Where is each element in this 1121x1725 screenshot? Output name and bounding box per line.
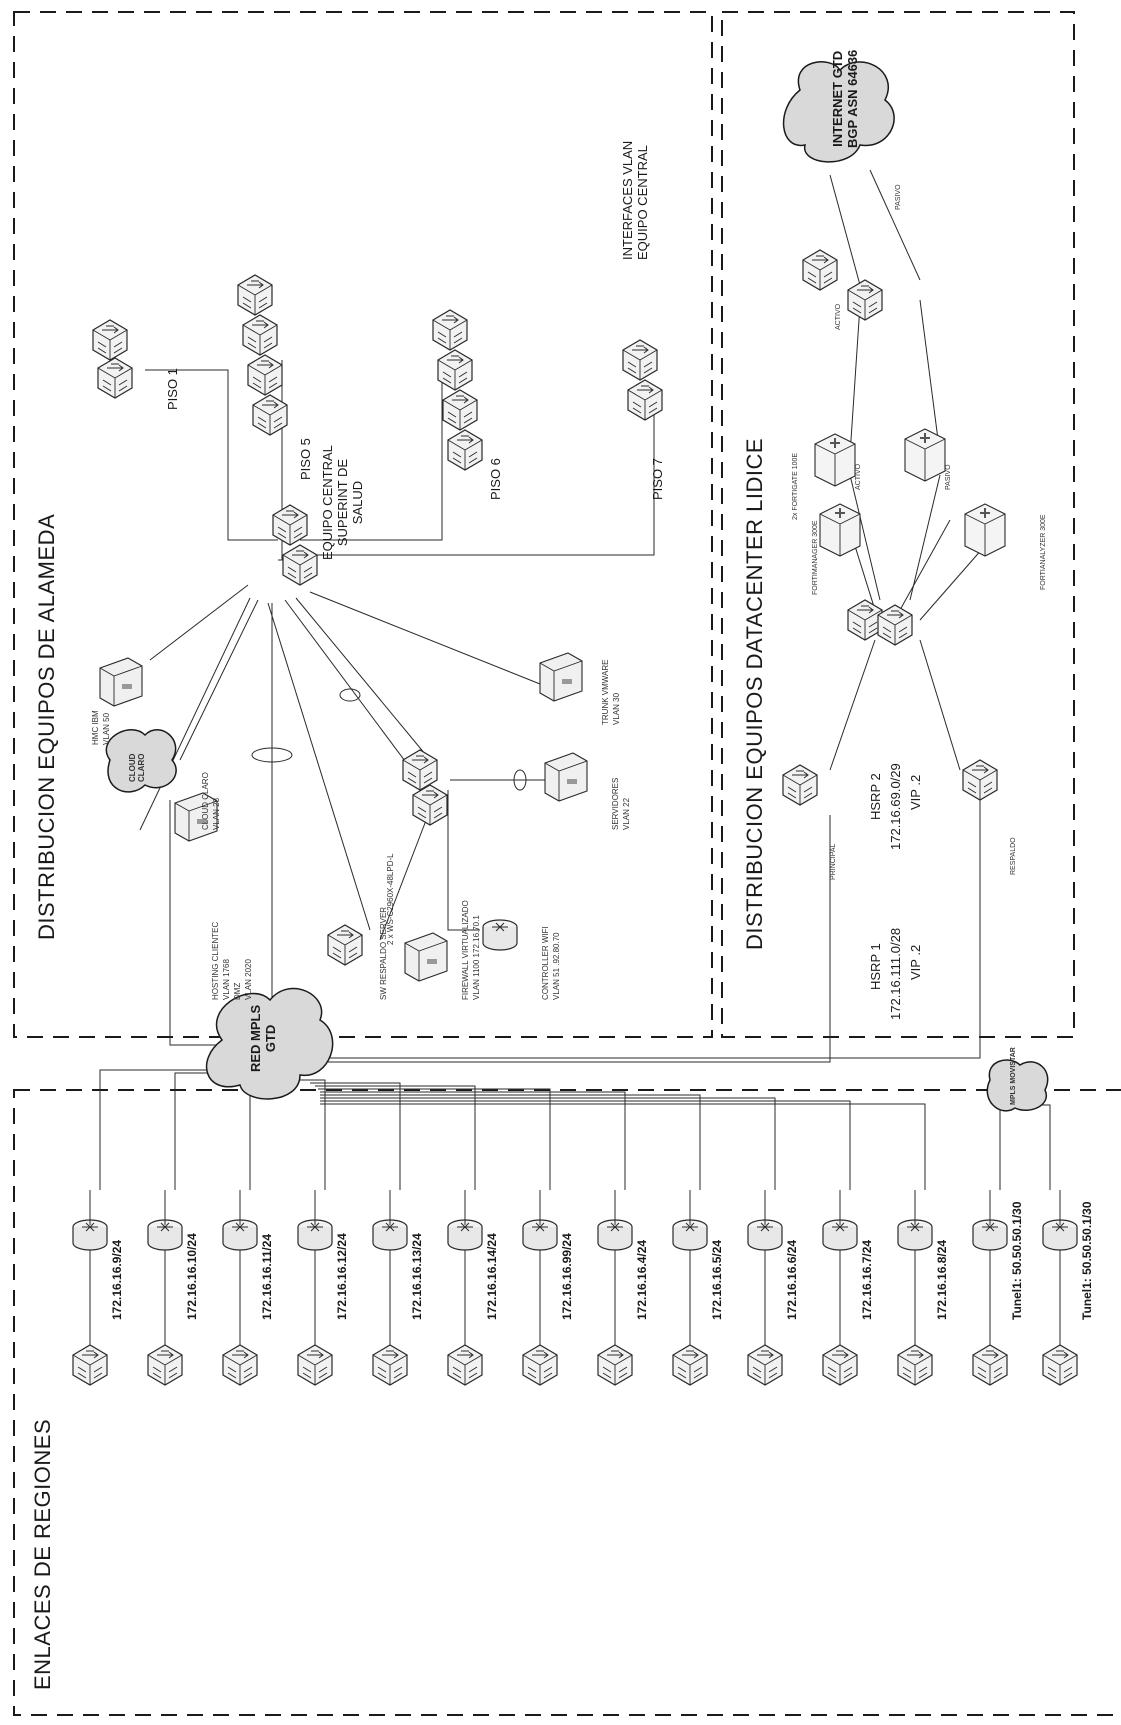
piso1-switch-1 — [93, 320, 127, 360]
trunk-vmware-server — [540, 653, 582, 701]
firewall-virtualizado — [405, 933, 447, 981]
floor-label-1: PISO 1 — [165, 368, 180, 410]
piso7-switch-2 — [628, 380, 662, 420]
fortianalyzer — [965, 504, 1005, 556]
controller-wifi — [483, 920, 517, 950]
fortigate-label: 2x FORTIGATE 100E — [792, 453, 799, 520]
region-routers — [73, 1220, 1077, 1250]
section-title-regiones: ENLACES DE REGIONES — [30, 1419, 56, 1690]
dc-pasivo-switch — [848, 280, 882, 320]
dc-principal-switch — [783, 765, 817, 805]
region-switches — [73, 1345, 1077, 1385]
dc-pasivo-label: PASIVO — [895, 184, 902, 210]
regiones-border — [14, 1090, 1121, 1715]
hsrp2-net: 172.16.69.0/29 — [888, 763, 903, 850]
stack-label: 2 x WS-C2960X-48LPD-L — [385, 853, 396, 945]
cloud-mpls-movistar-label: MPLS MOVISTAR — [1010, 1047, 1017, 1105]
region-ip-5: 172.16.16.13/24 — [410, 1233, 424, 1320]
piso5-switch-2 — [243, 315, 277, 355]
cloud-mpls-movistar — [987, 1060, 1047, 1111]
respaldo-label: RESPALDO — [1010, 837, 1017, 875]
hsrp2-label: HSRP 2 — [868, 773, 883, 820]
region-ip-6: 172.16.16.14/24 — [485, 1233, 499, 1320]
hsrp1-vip: VIP .2 — [908, 945, 923, 980]
server-label-claro: CLOUD CLARO VLAN 28 — [200, 772, 222, 830]
fortigate-pasivo — [905, 429, 945, 481]
dc-activo-switch — [803, 250, 837, 290]
sw-respaldo-server — [328, 925, 362, 965]
piso6-switch-2 — [438, 350, 472, 390]
cloud-internet-gtd-label: INTERNET GTD BGP ASN 64636 — [830, 50, 860, 148]
section-borders — [14, 12, 1121, 1715]
piso6-switch-4 — [448, 430, 482, 470]
stack-switch-1 — [403, 750, 437, 790]
cloud-claro-label: CLOUD CLARO — [128, 754, 146, 782]
fortigate-activo — [815, 434, 855, 486]
piso7-switch-1 — [623, 340, 657, 380]
servidores-server — [545, 753, 587, 801]
floor-label-2: PISO 5 — [298, 438, 313, 480]
region-ip-3: 172.16.16.11/24 — [260, 1234, 274, 1320]
server-label-servidores: SERVIDORES VLAN 22 — [610, 778, 632, 830]
dc-stack-switch-2 — [878, 605, 912, 645]
hsrp1-label: HSRP 1 — [868, 943, 883, 990]
region-ip-7: 172.16.16.99/24 — [560, 1233, 574, 1320]
piso6-switch-3 — [443, 390, 477, 430]
hmc-ibm-server — [100, 658, 142, 706]
server-label-vmware: TRUNK VMWARE VLAN 30 — [600, 660, 622, 725]
cloud-mpls-gtd-label: RED MPLS GTD — [248, 1005, 278, 1072]
hsrp2-vip: VIP .2 — [908, 775, 923, 810]
fortianalyzer-label: FORTIANALYZER 300E — [1040, 514, 1047, 590]
dc-respaldo-switch — [963, 760, 997, 800]
region-ip-1: 172.16.16.9/24 — [110, 1240, 124, 1320]
stack-switch-2 — [413, 785, 447, 825]
server-label-firewall: FIREWALL VIRTUALIZADO VLAN 1100 172.16.7… — [460, 900, 482, 1000]
central-switch-1 — [273, 505, 307, 545]
section-title-datacenter: DISTRIBUCION EQUIPOS DATACENTER LIDICE — [742, 438, 768, 950]
fortimanager — [820, 504, 860, 556]
fortimanager-label: FORTIMANAGER 300E — [812, 520, 819, 595]
server-label-hosting: HOSTING CLIENTEC VLAN 1768 DMZ VLAN 2020 — [210, 922, 254, 1000]
dc-stack-switch-1 — [848, 600, 882, 640]
region-ip-13: Tunel1: 50.50.50.1/30 — [1010, 1201, 1024, 1320]
region-ip-8: 172.16.16.4/24 — [635, 1240, 649, 1320]
region-ip-10: 172.16.16.6/24 — [785, 1240, 799, 1320]
region-ip-14: Tunel1: 50.50.50.1/30 — [1080, 1201, 1094, 1320]
region-ip-4: 172.16.16.12/24 — [335, 1233, 349, 1320]
floor-label-3: PISO 6 — [488, 458, 503, 500]
region-ip-9: 172.16.16.5/24 — [710, 1240, 724, 1320]
hsrp1-net: 172.16.111.0/28 — [888, 928, 903, 1020]
section-title-alameda: DISTRIBUCION EQUIPOS DE ALAMEDA — [34, 514, 60, 940]
interfaces-title: INTERFACES VLAN EQUIPO CENTRAL — [620, 141, 650, 260]
dc-activo-label: ACTIVO — [835, 304, 842, 330]
central-label: EQUIPO CENTRAL SUPERINT DE SALUD — [320, 445, 365, 560]
region-ip-11: 172.16.16.7/24 — [860, 1240, 874, 1320]
fortigate-pasivo-label: PASIVO — [945, 464, 952, 490]
datacenter-border — [722, 12, 1074, 1037]
region-ip-2: 172.16.16.10/24 — [185, 1233, 199, 1320]
server-label-hmc: HMC IBM VLAN 50 — [90, 710, 112, 745]
region-ip-12: 172.16.16.8/24 — [935, 1240, 949, 1320]
piso6-switch-1 — [433, 310, 467, 350]
principal-label: PRINCIPAL — [830, 844, 837, 880]
piso1-switch-2 — [98, 358, 132, 398]
piso5-switch-1 — [238, 275, 272, 315]
floor-label-4: PISO 7 — [650, 458, 665, 500]
fortigate-activo-label: ACTIVO — [855, 464, 862, 490]
region-links — [90, 1190, 1060, 1345]
central-switch-2 — [283, 545, 317, 585]
piso5-switch-3 — [248, 355, 282, 395]
server-label-controller: CONTROLLER WIFI VLAN 51 .92.80.70 — [540, 926, 562, 1000]
po2 — [340, 689, 360, 701]
